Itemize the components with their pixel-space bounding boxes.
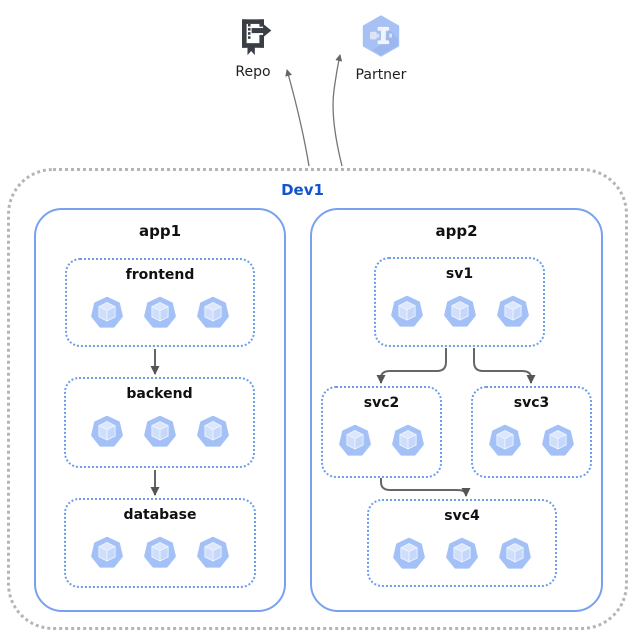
- pod-row: [66, 413, 253, 449]
- service-backend: backend: [64, 377, 255, 468]
- service-label: sv1: [445, 266, 474, 282]
- pod-row: [376, 293, 543, 329]
- external-node-label: Partner: [355, 67, 407, 83]
- service-label: database: [123, 507, 197, 523]
- pod-icon: [392, 424, 424, 456]
- service-label: svc2: [363, 395, 400, 411]
- external-node-label: Repo: [235, 64, 271, 80]
- service-label: frontend: [125, 267, 195, 283]
- pod-icon: [91, 536, 123, 568]
- pod-icon: [196, 415, 229, 447]
- external-node-repo: Repo: [224, 12, 282, 80]
- pod-icon: [144, 296, 176, 328]
- pod-row: [323, 422, 440, 458]
- service-database: database: [64, 498, 256, 588]
- pod-row: [473, 422, 590, 458]
- pod-icon: [339, 424, 371, 456]
- service-svc4: svc4: [367, 499, 557, 587]
- pod-icon: [542, 424, 574, 456]
- service-label: svc3: [513, 395, 550, 411]
- service-label: svc4: [444, 508, 480, 524]
- source-repo-icon: [242, 19, 272, 56]
- arrow-dev1-to-partner: [332, 54, 343, 167]
- pod-icon: [90, 415, 123, 447]
- pod-icon: [496, 295, 529, 327]
- arrow-dev1-to-repo: [285, 69, 310, 167]
- pod-icon: [393, 537, 425, 569]
- pod-icon: [489, 424, 521, 456]
- pod-icon: [390, 295, 423, 327]
- pod-icon: [197, 296, 229, 328]
- environment-label: Dev1: [281, 181, 324, 199]
- pod-row: [66, 534, 254, 570]
- pod-icon: [443, 295, 476, 327]
- app-label: app2: [435, 222, 478, 240]
- pod-icon: [91, 296, 123, 328]
- pod-icon: [143, 415, 176, 447]
- pod-icon: [197, 536, 229, 568]
- partner-hexagon-icon: [362, 15, 400, 57]
- app-label: app1: [138, 222, 182, 240]
- pod-row: [369, 535, 555, 571]
- pod-icon: [446, 537, 478, 569]
- service-sv1: sv1: [374, 257, 545, 347]
- pod-icon: [499, 537, 531, 569]
- service-svc2: svc2: [321, 386, 442, 478]
- service-frontend: frontend: [65, 258, 255, 347]
- pod-row: [67, 294, 253, 330]
- external-node-partner: Partner: [350, 13, 412, 83]
- pod-icon: [144, 536, 176, 568]
- service-svc3: svc3: [471, 386, 592, 478]
- service-label: backend: [126, 386, 193, 402]
